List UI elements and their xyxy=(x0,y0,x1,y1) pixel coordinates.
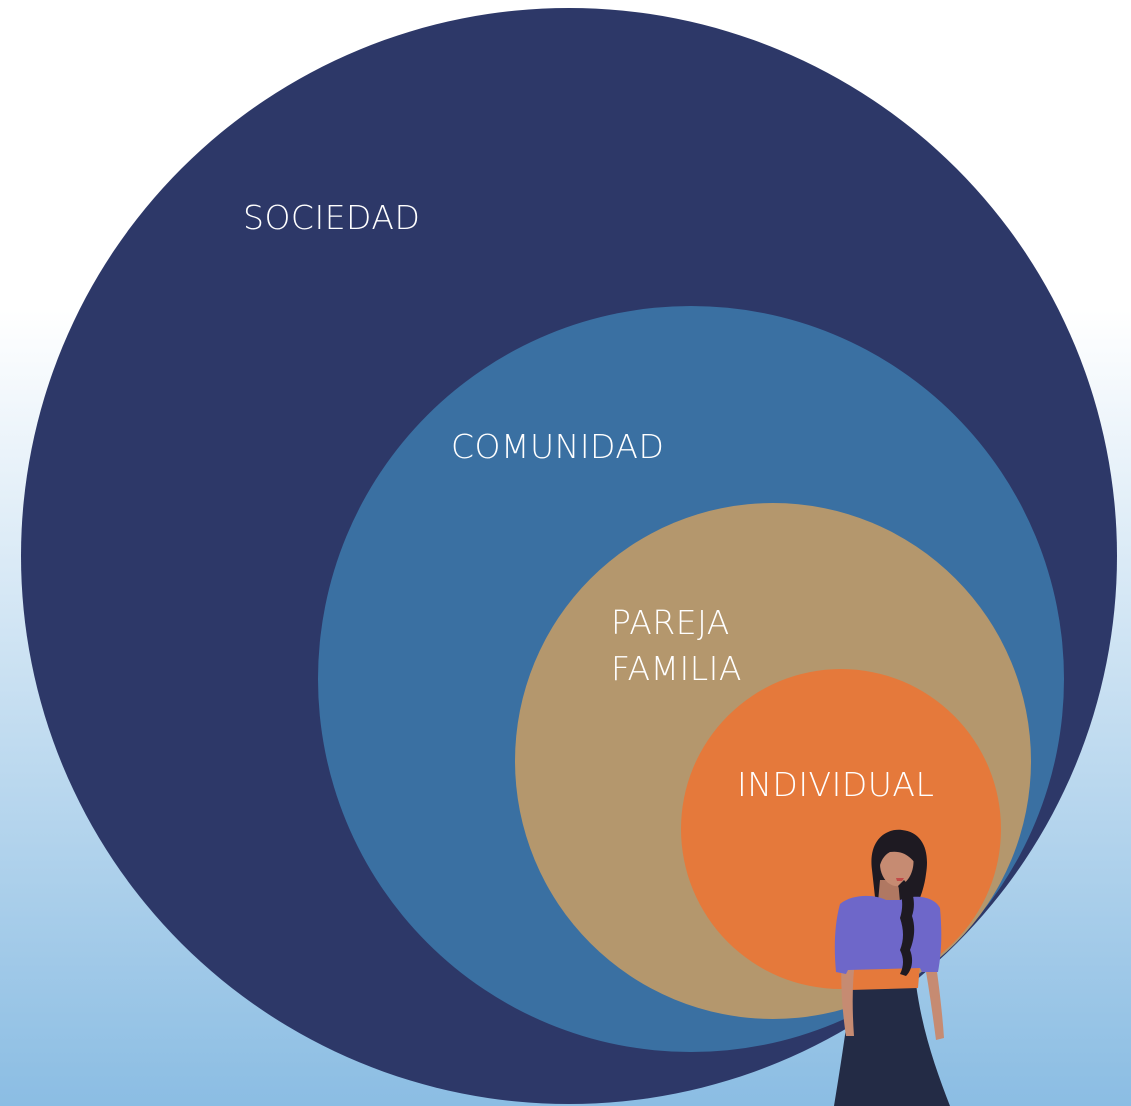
label-comunidad: COMUNIDAD xyxy=(451,427,664,466)
label-individual: INDIVIDUAL xyxy=(737,765,934,804)
blouse xyxy=(834,895,942,974)
lips xyxy=(896,878,904,881)
right-arm xyxy=(922,950,944,1040)
braid xyxy=(898,880,915,976)
label-sociedad: SOCIEDAD xyxy=(243,198,420,237)
skirt xyxy=(834,984,950,1106)
label-familia: FAMILIA xyxy=(611,649,742,688)
hair-front xyxy=(873,830,925,880)
woman-figure-icon xyxy=(834,829,950,1106)
label-pareja: PAREJA xyxy=(611,603,730,642)
